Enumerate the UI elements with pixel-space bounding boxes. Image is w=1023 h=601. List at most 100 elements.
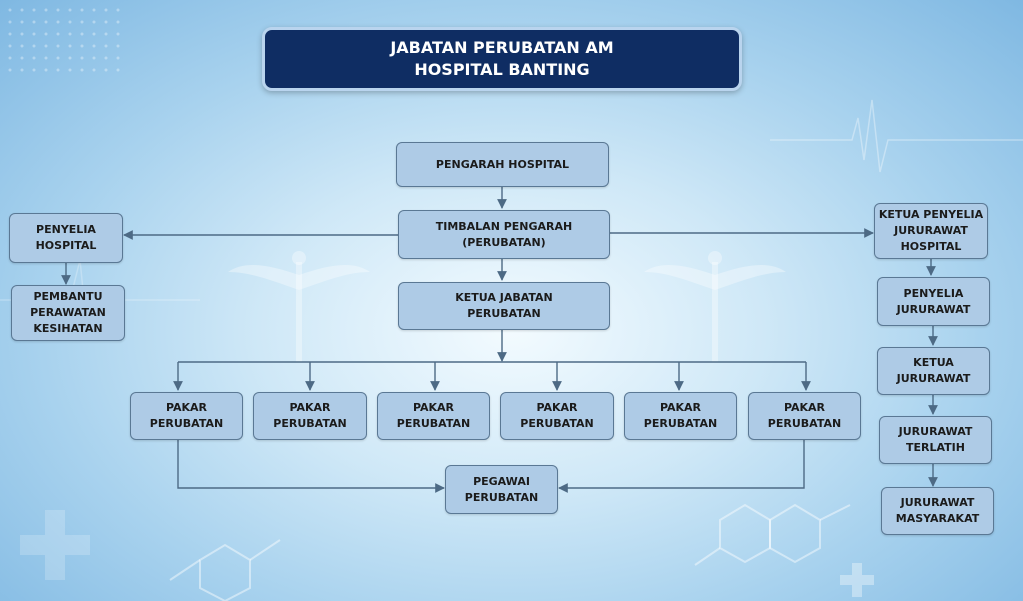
decorative-dot [92,44,96,48]
node-timbalan-pengarah: TIMBALAN PENGARAH (PERUBATAN) [398,210,610,259]
decorative-dot [56,8,60,12]
dot-grid-decoration [8,8,120,72]
decorative-dot [8,56,12,60]
decorative-dot [32,8,36,12]
decorative-dot [68,32,72,36]
decorative-dot [104,68,108,72]
node-label: PERAWATAN [30,306,106,319]
decorative-dot [116,32,120,36]
node-label: JURURAWAT [900,496,975,509]
node-label: JURURAWAT [896,302,971,316]
node-pembantu-perawatan: PEMBANTU PERAWATAN KESIHATAN [11,285,125,341]
decorative-dot [104,56,108,60]
decorative-dot [56,68,60,72]
node-label: JURURAWAT [898,425,973,438]
medical-cross-icon [840,563,874,597]
decorative-dot [44,32,48,36]
decorative-dot [8,20,12,24]
node-label: PERUBATAN [643,417,718,430]
node-ketua-penyelia-jururawat: KETUA PENYELIA JURURAWAT HOSPITAL [874,203,988,259]
decorative-dot [80,20,84,24]
node-pengarah-hospital: PENGARAH HOSPITAL [396,142,609,187]
node-label: PERUBATAN [467,307,541,320]
decorative-dot [44,44,48,48]
decorative-dot [44,20,48,24]
node-label: PAKAR [412,401,455,414]
node-label: PENGARAH HOSPITAL [435,157,570,171]
decorative-dot [32,32,36,36]
decorative-dot [8,8,12,12]
decorative-dot [32,56,36,60]
decorative-dot [20,68,24,72]
node-pakar-perubatan: PAKAR PERUBATAN [130,392,243,440]
decorative-dot [8,32,12,36]
decorative-dot [104,44,108,48]
decorative-dot [56,56,60,60]
node-pakar-perubatan: PAKAR PERUBATAN [377,392,490,440]
caduceus-icon [228,251,370,362]
node-label: JURURAWAT [894,224,968,237]
heartbeat-line-icon [770,99,1023,173]
medical-cross-icon [20,510,90,580]
node-label: PAKAR [165,401,208,414]
node-label: TERLATIH [906,441,965,454]
decorative-dot [32,20,36,24]
decorative-dot [68,68,72,72]
caduceus-icon [644,251,786,362]
decorative-dot [44,56,48,60]
decorative-dot [80,68,84,72]
decorative-dot [104,32,108,36]
decorative-dot [8,44,12,48]
node-label: PERUBATAN [149,417,224,430]
node-ketua-jabatan: KETUA JABATAN PERUBATAN [398,282,610,330]
decorative-dot [32,68,36,72]
decorative-dot [44,8,48,12]
decorative-dot [92,8,96,12]
title-line-1: JABATAN PERUBATAN AM [390,38,614,57]
decorative-dot [56,20,60,24]
decorative-dot [20,44,24,48]
node-label: KETUA [913,356,954,369]
node-ketua-jururawat: KETUA JURURAWAT [877,347,990,395]
node-jururawat-masyarakat: JURURAWAT MASYARAKAT [881,487,994,535]
decorative-dot [92,68,96,72]
decorative-dot [44,68,48,72]
node-label: (PERUBATAN) [462,235,546,249]
node-label: KETUA PENYELIA [878,208,984,221]
node-label: PEGAWAI [473,474,530,488]
decorative-dot [80,8,84,12]
decorative-dot [20,32,24,36]
decorative-dot [68,8,72,12]
decorative-dot [56,44,60,48]
node-pakar-perubatan: PAKAR PERUBATAN [253,392,367,440]
decorative-dot [92,20,96,24]
node-label: PENYELIA [36,223,96,236]
decorative-dot [68,56,72,60]
decorative-dot [68,20,72,24]
decorative-dot [20,8,24,12]
decorative-dot [116,20,120,24]
decorative-dot [68,44,72,48]
decorative-dot [92,32,96,36]
decorative-dot [116,8,120,12]
node-label: PERUBATAN [767,417,842,430]
node-label: PEMBANTU [33,290,103,303]
node-label: KETUA JABATAN [455,291,553,304]
node-jururawat-terlatih: JURURAWAT TERLATIH [879,416,992,464]
decorative-dot [20,20,24,24]
node-label: MASYARAKAT [895,512,980,525]
decorative-dot [56,32,60,36]
node-label: HOSPITAL [900,240,962,253]
node-penyelia-jururawat: PENYELIA JURURAWAT [877,277,990,326]
node-label: PERUBATAN [273,417,347,430]
node-pakar-perubatan: PAKAR PERUBATAN [624,392,737,440]
node-label: PERUBATAN [464,490,539,504]
node-label: TIMBALAN PENGARAH [435,219,573,233]
decorative-dot [80,56,84,60]
node-label: PAKAR [536,401,578,414]
node-pakar-perubatan: PAKAR PERUBATAN [748,392,861,440]
node-label: JURURAWAT [896,372,971,385]
node-label: PAKAR [659,401,702,414]
